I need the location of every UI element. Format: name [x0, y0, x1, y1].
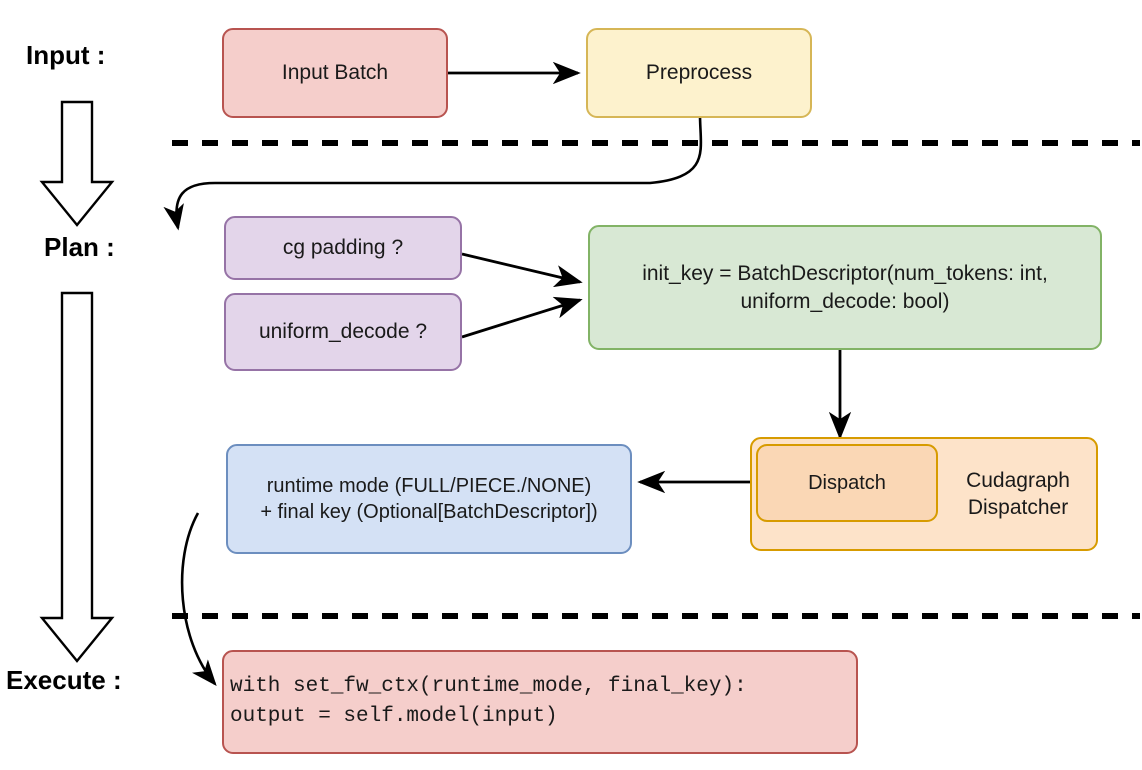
- node-input-batch[interactable]: Input Batch: [222, 28, 448, 118]
- node-execute-code[interactable]: with set_fw_ctx(runtime_mode, final_key)…: [222, 650, 858, 754]
- edge-uniform-decode-to-init-key: [461, 296, 583, 339]
- stage-label-execute: Execute :: [6, 665, 122, 695]
- stage-label-input: Input :: [26, 40, 106, 70]
- node-dispatch[interactable]: Dispatch: [756, 444, 938, 522]
- node-init-key[interactable]: init_key = BatchDescriptor(num_tokens: i…: [588, 225, 1102, 350]
- stage-label-plan: Plan :: [44, 232, 115, 262]
- node-cg-padding[interactable]: cg padding ?: [224, 216, 462, 280]
- plan-to-execute-arrow: [39, 291, 115, 663]
- node-preprocess[interactable]: Preprocess: [586, 28, 812, 118]
- input-to-plan-arrow: [39, 100, 115, 227]
- node-uniform-decode[interactable]: uniform_decode ?: [224, 293, 462, 371]
- edge-cg-padding-to-init-key: [461, 252, 583, 288]
- node-runtime-mode[interactable]: runtime mode (FULL/PIECE./NONE) + final …: [226, 444, 632, 554]
- edge-runtime-mode-to-execute-code: [180, 512, 217, 686]
- edge-preprocess-to-cg-padding: [163, 114, 703, 231]
